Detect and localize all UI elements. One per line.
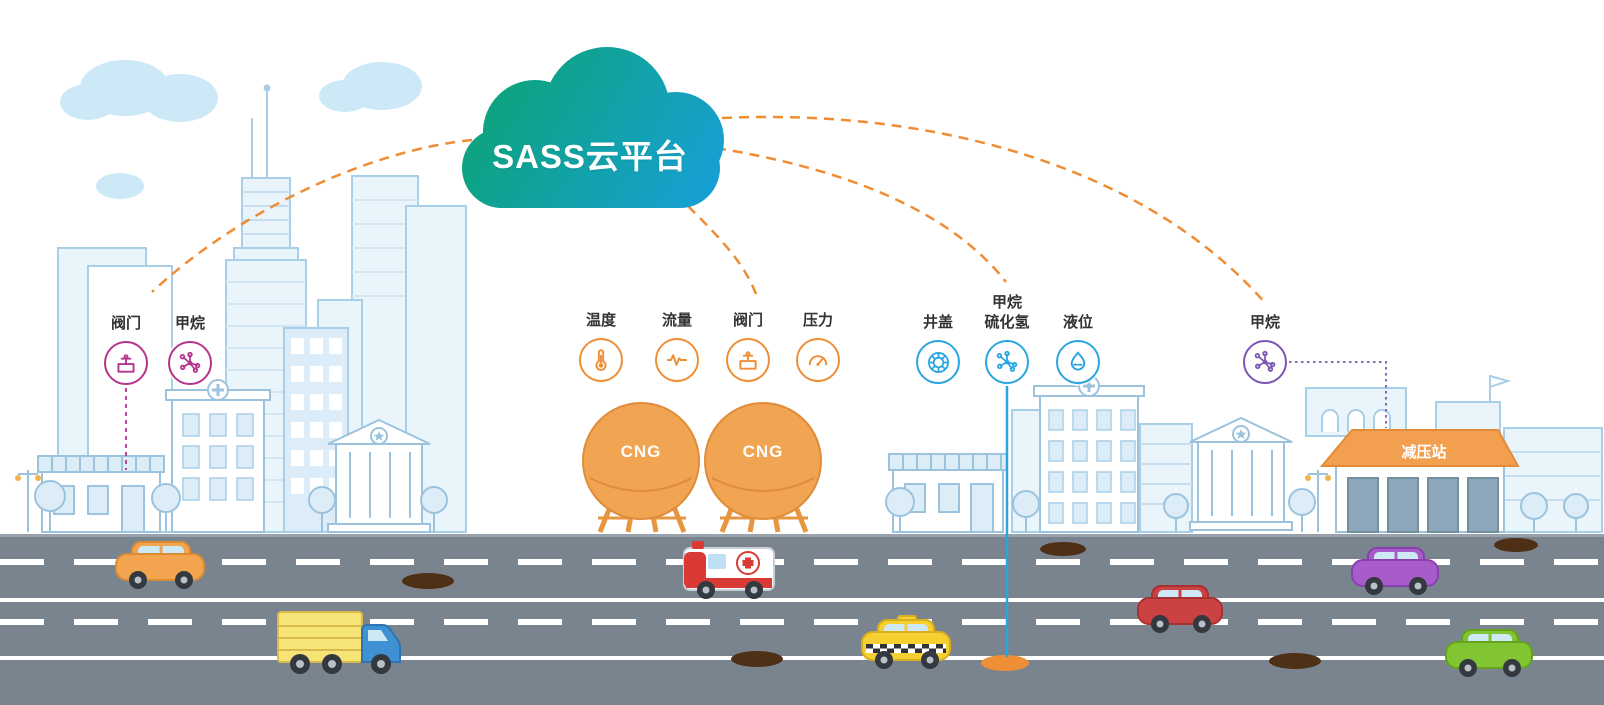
purple-car <box>1351 547 1439 595</box>
left-city-foreground <box>15 379 448 533</box>
station-doors <box>1347 477 1499 533</box>
emblem-cross-icon <box>212 384 224 396</box>
cloud-platform-title: SASS云平台 <box>492 138 688 175</box>
green-car <box>1445 629 1533 677</box>
cng-tank-2 <box>704 402 822 520</box>
vehicles <box>115 541 1533 677</box>
lane-solid-line <box>0 656 1604 660</box>
sensor-label: 甲烷 硫化氢 <box>984 294 1030 331</box>
trees <box>34 480 448 532</box>
station-roof <box>1319 429 1520 467</box>
cng-tanks <box>582 402 822 533</box>
sensor-label: 压力 <box>802 311 834 329</box>
taxi <box>861 615 951 669</box>
flow-icon <box>655 338 699 382</box>
red-car <box>1137 585 1223 633</box>
sensor-city-methane: 甲烷 <box>168 315 212 385</box>
star-icon <box>373 431 385 441</box>
sensor-temperature: 温度 <box>579 312 623 382</box>
pressure-icon <box>796 338 840 382</box>
beacon-light <box>692 541 704 549</box>
building-windows <box>182 413 254 501</box>
sensor-links <box>125 361 1387 657</box>
cloud-connectors <box>151 115 1267 305</box>
sensor-label: 流量 <box>661 311 693 329</box>
building-windows <box>1048 409 1136 524</box>
sensor-methane-h2s: 甲烷 硫化氢 <box>984 294 1030 384</box>
connector-to-underground-sensors <box>715 146 1007 283</box>
cng-tank-1 <box>582 402 700 520</box>
sensor-liquid-level: 液位 <box>1056 314 1100 384</box>
sensor-label: 液位 <box>1062 313 1094 331</box>
connector-to-station-sensors <box>721 115 1267 305</box>
valve-icon <box>726 338 770 382</box>
methane-icon <box>985 340 1029 384</box>
road <box>0 534 1604 705</box>
sensor-city-valve: 阀门 <box>104 315 148 385</box>
sensor-manhole: 井盖 <box>916 314 960 384</box>
sensor-flow: 流量 <box>655 312 699 382</box>
star-icon <box>1235 429 1247 439</box>
sensor-label: 甲烷 <box>1249 313 1281 331</box>
flag-icon <box>1489 374 1512 389</box>
ambulance <box>683 541 775 599</box>
methane-icon <box>1243 340 1287 384</box>
pressure-station-area <box>1305 374 1603 533</box>
level-icon <box>1056 340 1100 384</box>
sky-clouds <box>60 60 422 199</box>
sensor-valve: 阀门 <box>726 312 770 382</box>
lane-solid-line <box>0 598 1604 602</box>
right-city <box>885 375 1331 533</box>
sensor-label: 温度 <box>585 311 617 329</box>
sensor-label: 阀门 <box>732 311 764 329</box>
sensor-label: 阀门 <box>110 314 142 332</box>
street-lamp <box>1305 470 1331 532</box>
cng-tank-2-label: CNG <box>742 442 784 461</box>
emblem-cross-icon <box>1083 380 1095 392</box>
manhole-icon <box>916 340 960 384</box>
sensor-label: 井盖 <box>922 313 954 331</box>
sensor-label: 甲烷 <box>174 314 206 332</box>
pressure-station-label: 减压站 <box>1401 444 1447 461</box>
connector-to-cng-sensors <box>687 205 758 295</box>
connector-to-city-sensors <box>151 138 473 293</box>
temperature-icon <box>579 338 623 382</box>
cng-tank-1-label: CNG <box>620 442 662 461</box>
underground-monitor-point <box>981 655 1029 671</box>
cloud-platform <box>462 47 724 208</box>
truck <box>277 611 401 674</box>
sensor-pressure: 压力 <box>796 312 840 382</box>
trees <box>885 487 1316 532</box>
valve-icon <box>104 341 148 385</box>
street-lamp <box>15 470 41 532</box>
orange-car <box>115 541 205 589</box>
methane-icon <box>168 341 212 385</box>
sensor-station-methane: 甲烷 <box>1243 314 1287 384</box>
manhole-covers <box>402 538 1538 669</box>
